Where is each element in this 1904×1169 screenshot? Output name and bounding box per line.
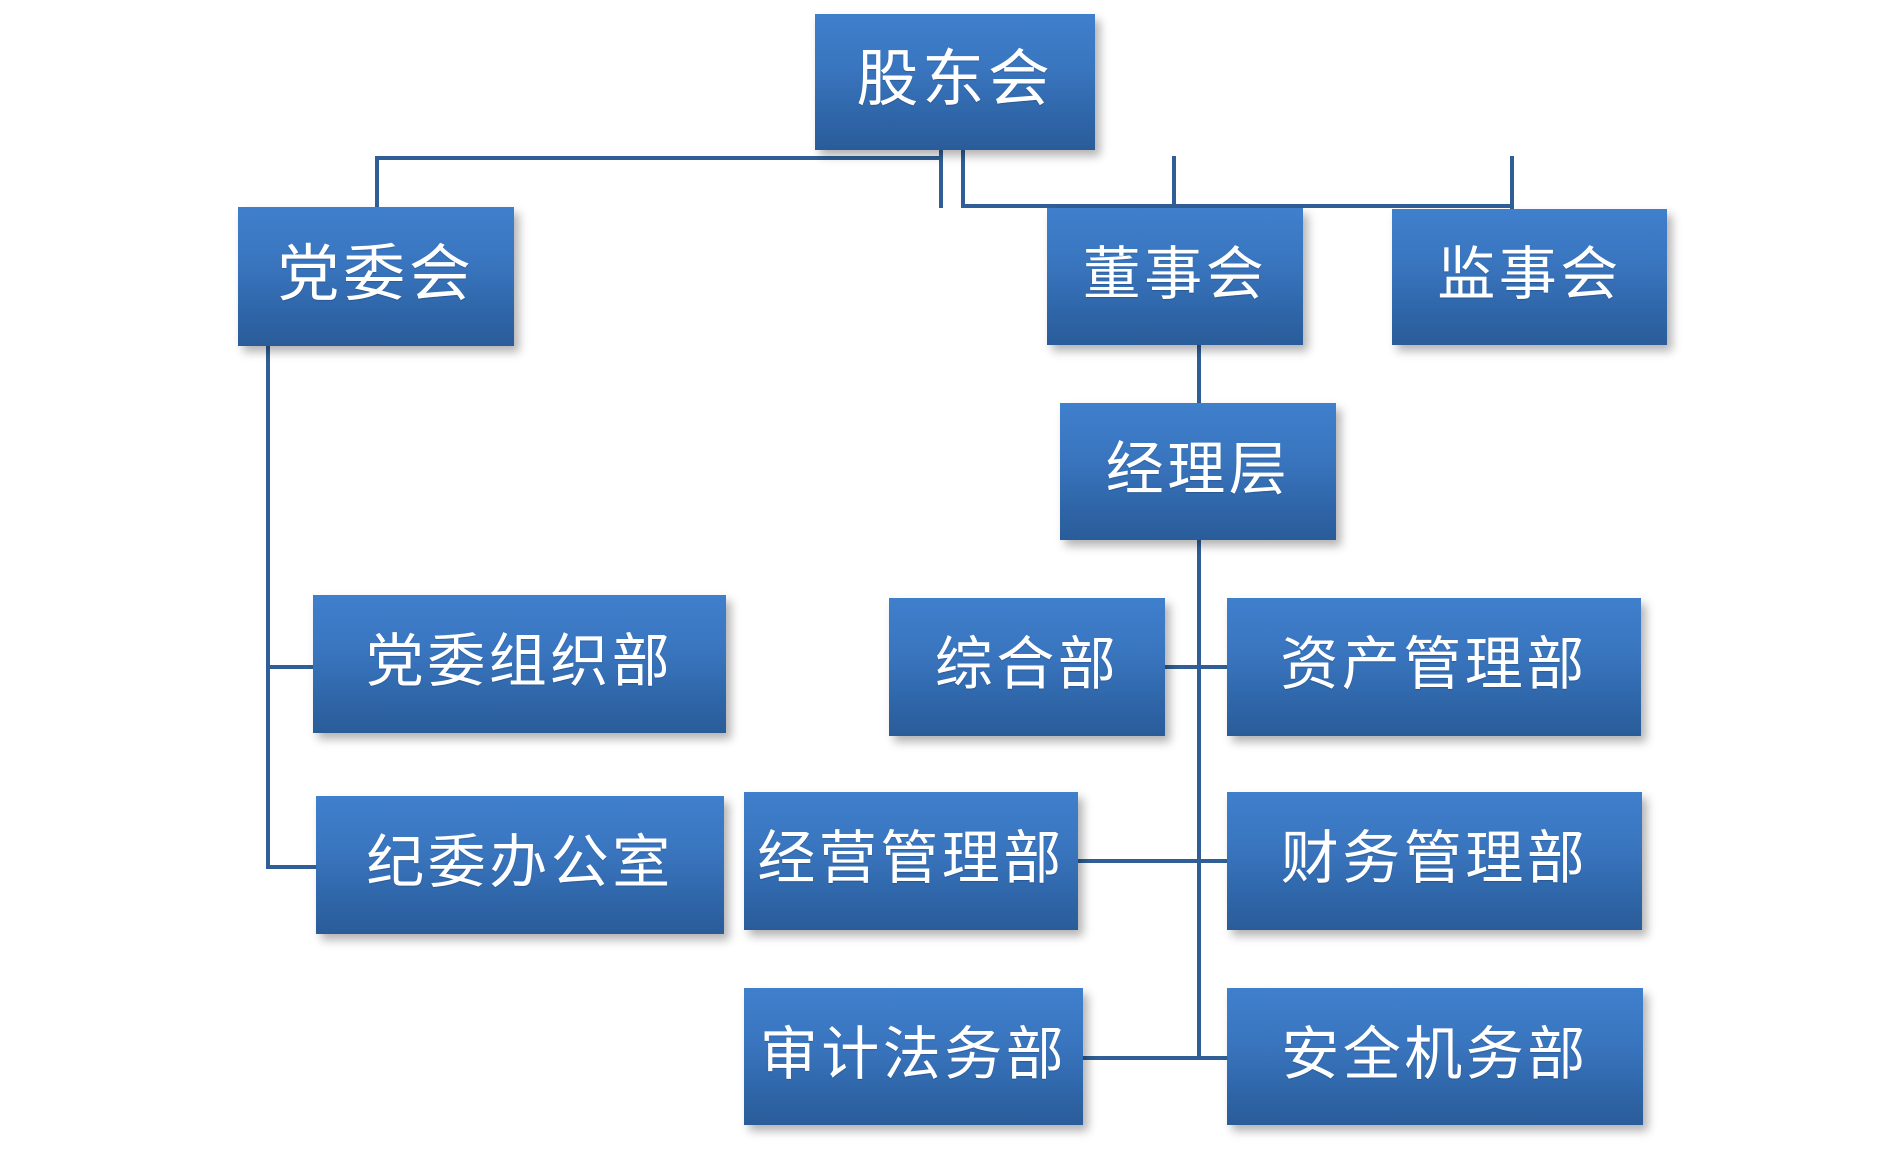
connector-finance-management-branch bbox=[1197, 859, 1229, 863]
connector-board-of-supervisors-drop bbox=[1510, 156, 1514, 211]
node-label-party-organization: 党委组织部 bbox=[365, 629, 674, 694]
connector-management-trunk bbox=[1197, 540, 1201, 1058]
node-general-affairs[interactable]: 综合部 bbox=[889, 598, 1165, 736]
node-label-asset-management: 资产管理部 bbox=[1280, 632, 1588, 697]
node-label-audit-legal: 审计法务部 bbox=[759, 1021, 1068, 1087]
connector-general-affairs-branch bbox=[1163, 665, 1199, 669]
connector-shareholders-left-stem bbox=[939, 150, 943, 208]
node-management[interactable]: 经理层 bbox=[1060, 403, 1336, 540]
node-label-safety-machinery: 安全机务部 bbox=[1281, 1021, 1589, 1087]
connector-business-management-branch bbox=[1076, 859, 1199, 863]
node-party-committee[interactable]: 党委会 bbox=[238, 207, 514, 346]
connector-discipline-office-branch bbox=[266, 865, 319, 869]
connector-shareholders-left-bus bbox=[375, 156, 943, 160]
connector-shareholders-right-bus bbox=[961, 204, 1514, 208]
connector-shareholders-right-stem bbox=[961, 150, 965, 208]
connector-asset-management-branch bbox=[1197, 665, 1229, 669]
node-label-party-committee: 党委会 bbox=[277, 240, 475, 309]
connector-audit-legal-branch bbox=[1081, 1056, 1199, 1060]
connector-board-to-management bbox=[1197, 345, 1201, 405]
node-label-business-management: 经营管理部 bbox=[757, 826, 1065, 891]
node-board-of-directors[interactable]: 董事会 bbox=[1047, 208, 1303, 345]
node-label-discipline-office: 纪委办公室 bbox=[366, 830, 674, 895]
node-label-management: 经理层 bbox=[1105, 436, 1291, 502]
connector-party-organization-branch bbox=[266, 665, 316, 669]
node-audit-legal[interactable]: 审计法务部 bbox=[744, 988, 1083, 1125]
connector-party-committee-drop bbox=[375, 156, 379, 209]
node-discipline-office[interactable]: 纪委办公室 bbox=[316, 796, 724, 934]
node-label-shareholders: 股东会 bbox=[856, 46, 1054, 114]
node-asset-management[interactable]: 资产管理部 bbox=[1227, 598, 1641, 736]
connector-board-of-directors-drop bbox=[1172, 156, 1176, 210]
node-business-management[interactable]: 经营管理部 bbox=[744, 792, 1078, 930]
node-party-organization[interactable]: 党委组织部 bbox=[313, 595, 726, 733]
node-label-board-of-supervisors: 监事会 bbox=[1437, 242, 1622, 307]
node-label-finance-management: 财务管理部 bbox=[1280, 826, 1589, 891]
node-shareholders[interactable]: 股东会 bbox=[815, 14, 1095, 150]
node-label-general-affairs: 综合部 bbox=[934, 632, 1120, 697]
node-board-of-supervisors[interactable]: 监事会 bbox=[1392, 209, 1667, 345]
connector-safety-machinery-branch bbox=[1197, 1056, 1229, 1060]
node-safety-machinery[interactable]: 安全机务部 bbox=[1227, 988, 1643, 1125]
node-finance-management[interactable]: 财务管理部 bbox=[1227, 792, 1642, 930]
connector-party-committee-trunk bbox=[266, 345, 270, 869]
node-label-board-of-directors: 董事会 bbox=[1082, 241, 1268, 307]
